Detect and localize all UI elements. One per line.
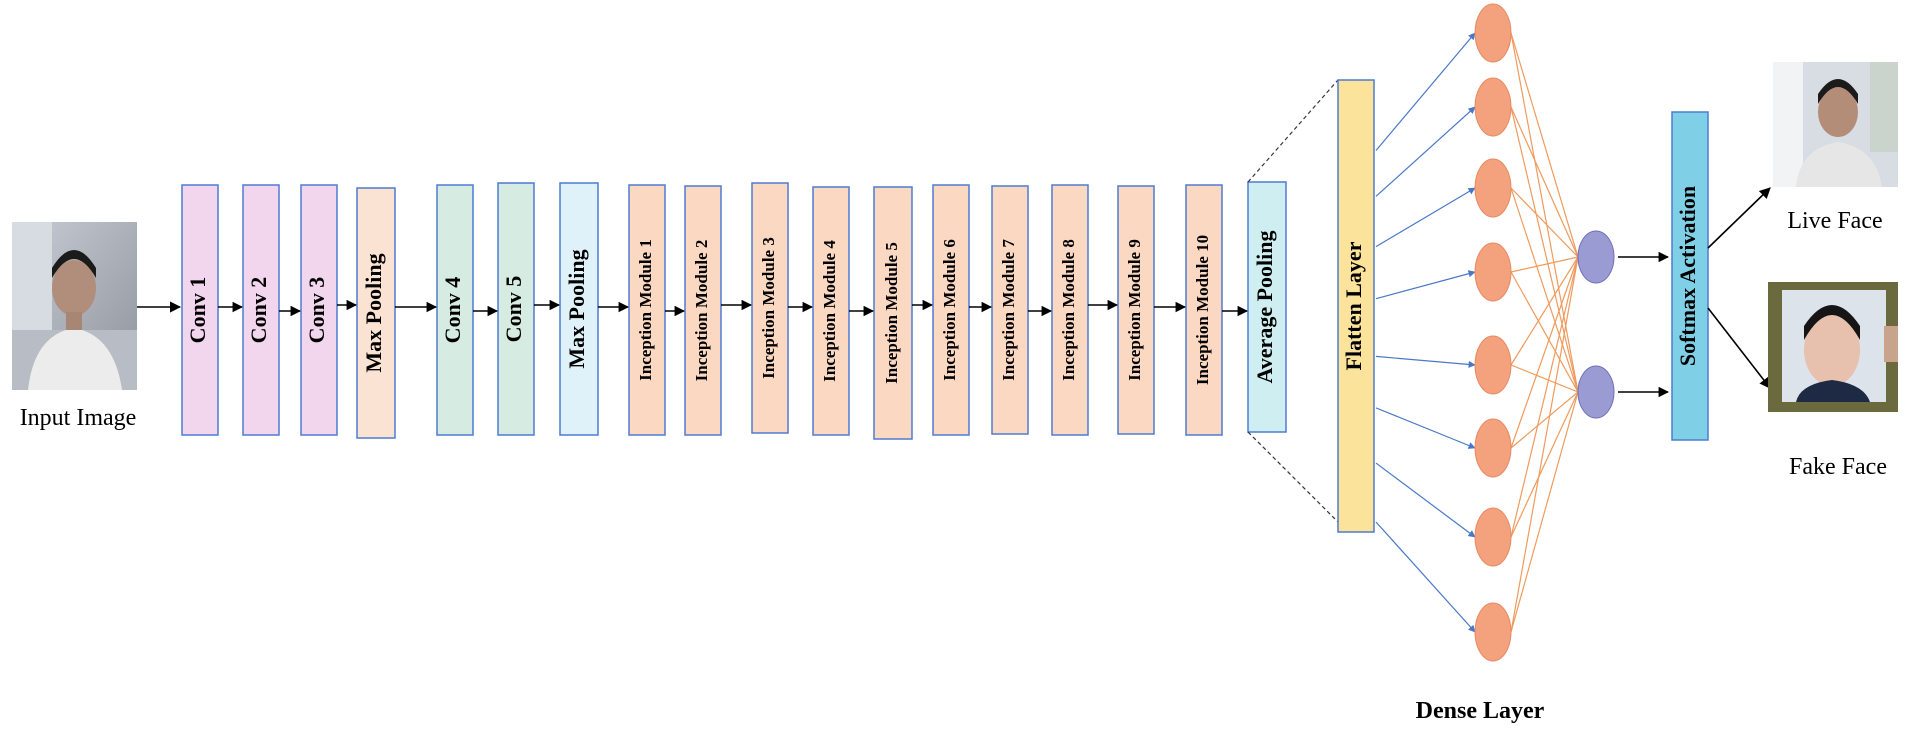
layer-box-16: Inception Module 9: [1117, 185, 1155, 435]
layer-box-10: Inception Module 3: [751, 182, 789, 434]
layer-box-3: Conv 3: [300, 184, 338, 436]
input-image: Input Image: [12, 222, 137, 431]
layer-label: Inception Module 4: [820, 240, 839, 382]
dense-mesh-edge: [1510, 106, 1579, 393]
dense-input-edge: [1375, 407, 1476, 449]
dense-mesh-edge: [1510, 256, 1579, 633]
layer-label: Average Pooling: [1252, 231, 1277, 384]
layer-label: Conv 4: [440, 277, 465, 344]
layer-box-13: Inception Module 6: [932, 184, 970, 436]
layer-label: Conv 1: [185, 277, 210, 344]
live-output-arrow: [1707, 187, 1771, 249]
dense-mesh-edge: [1510, 187, 1579, 393]
layer-box-18: Average Pooling: [1247, 181, 1287, 433]
dense-input-edge: [1375, 355, 1476, 369]
dense-output-node: [1577, 230, 1615, 284]
layer-box-9: Inception Module 2: [684, 185, 722, 436]
dense-layer: [1375, 3, 1670, 662]
dense-input-edge: [1375, 270, 1476, 300]
dense-mesh-edge: [1510, 256, 1579, 538]
layer-label: Inception Module 3: [759, 237, 778, 379]
layer-label: Inception Module 7: [999, 239, 1018, 381]
dense-mesh-edge: [1510, 32, 1579, 393]
live-face-output: Live Face: [1773, 62, 1898, 234]
layer-label: Conv 2: [246, 277, 271, 344]
dense-input-edge: [1375, 187, 1476, 248]
layer-box-4: Max Pooling: [356, 187, 396, 439]
dense-mesh-edge: [1510, 32, 1579, 258]
dense-mesh-edge: [1510, 256, 1579, 273]
dense-hidden-node: [1474, 242, 1512, 302]
dense-input-edge: [1375, 521, 1476, 633]
fake-output-arrow: [1707, 307, 1771, 389]
dense-mesh-edge: [1510, 391, 1579, 538]
layer-box-15: Inception Module 8: [1051, 184, 1089, 436]
layer-label: Max Pooling: [564, 249, 589, 368]
fake-face-output: Fake Face: [1768, 282, 1898, 480]
flatten-layer: Flatten Layer: [1337, 79, 1375, 533]
dense-hidden-node: [1474, 507, 1512, 567]
dense-mesh-edge: [1510, 187, 1579, 258]
softmax-label: Softmax Activation: [1675, 186, 1700, 366]
layer-connectors: [218, 299, 1249, 317]
layer-label: Inception Module 10: [1193, 235, 1212, 385]
layer-label: Inception Module 8: [1059, 239, 1078, 381]
layer-box-12: Inception Module 5: [873, 186, 913, 440]
layer-box-14: Inception Module 7: [991, 185, 1029, 435]
dense-hidden-node: [1474, 3, 1512, 63]
layer-label: Conv 3: [304, 277, 329, 344]
layer-box-11: Inception Module 4: [812, 186, 850, 436]
layer-label: Inception Module 6: [940, 239, 959, 381]
dense-hidden-node: [1474, 418, 1512, 478]
dense-mesh-edge: [1510, 364, 1579, 393]
dense-input-edge: [1375, 106, 1476, 197]
layer-label: Inception Module 2: [692, 240, 711, 382]
layer-stack: Conv 1 Conv 2 Conv 3 Max Pooling Conv 4 Conv …: [181, 181, 1287, 440]
dense-hidden-node: [1474, 77, 1512, 137]
dense-hidden-node: [1474, 602, 1512, 662]
pooling-funnel: [1247, 79, 1339, 523]
layer-box-1: Conv 1: [181, 184, 219, 436]
dense-input-edge: [1375, 32, 1476, 151]
dense-hidden-node: [1474, 335, 1512, 395]
dense-mesh-edge: [1510, 391, 1579, 633]
dense-mesh-edge: [1510, 256, 1579, 366]
dense-output-node: [1577, 365, 1615, 419]
layer-box-2: Conv 2: [242, 184, 280, 436]
dense-mesh-edge: [1510, 391, 1579, 449]
input-caption: Input Image: [20, 405, 137, 431]
fake-face-photo: [1768, 282, 1898, 412]
layer-box-5: Conv 4: [436, 184, 474, 436]
layer-label: Inception Module 5: [882, 242, 901, 384]
live-face-photo: [1773, 62, 1898, 187]
dense-input-edge: [1375, 462, 1476, 538]
dense-caption: Dense Layer: [1416, 698, 1545, 724]
dense-mesh-edge: [1510, 106, 1579, 258]
flatten-label: Flatten Layer: [1341, 241, 1366, 370]
dense-mesh-edge: [1510, 256, 1579, 449]
softmax-layer: Softmax Activation: [1671, 111, 1709, 441]
layer-label: Max Pooling: [361, 253, 386, 372]
dense-mesh-edge: [1510, 271, 1579, 393]
layer-label: Inception Module 1: [636, 239, 655, 381]
layer-box-17: Inception Module 10: [1185, 184, 1223, 436]
layer-label: Inception Module 9: [1125, 239, 1144, 381]
dense-hidden-node: [1474, 158, 1512, 218]
fake-face-caption: Fake Face: [1789, 454, 1887, 480]
layer-box-6: Conv 5: [497, 182, 535, 436]
layer-box-7: Max Pooling: [559, 182, 599, 436]
layer-box-8: Inception Module 1: [628, 184, 666, 436]
input-photo: [12, 222, 137, 390]
live-face-caption: Live Face: [1787, 208, 1882, 234]
layer-label: Conv 5: [501, 276, 526, 343]
